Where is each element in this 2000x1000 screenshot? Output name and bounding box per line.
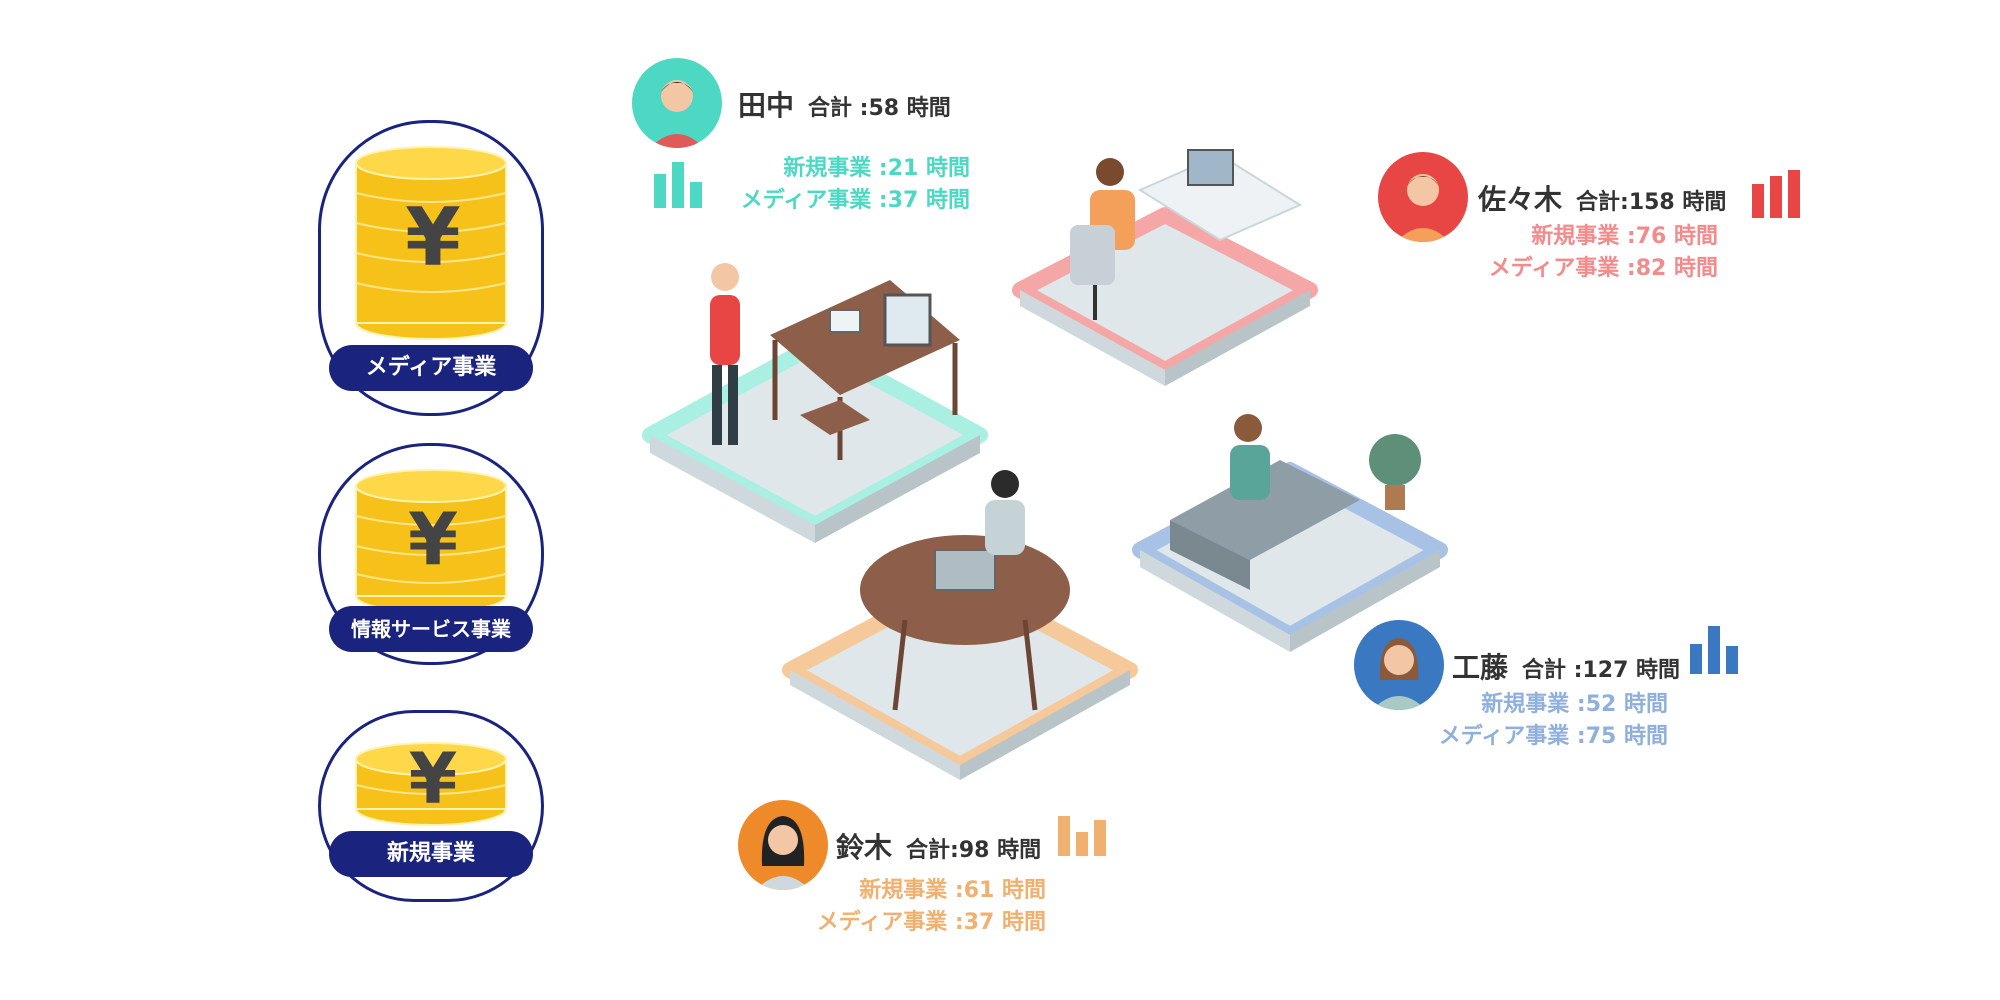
svg-text:¥: ¥: [409, 738, 458, 820]
avatar-tanaka: [632, 58, 722, 148]
hours-line: メディア事業 :75 時間: [1438, 724, 1668, 749]
business-label: メディア事業: [329, 345, 533, 391]
hours-line: メディア事業 :37 時間: [816, 910, 1046, 935]
person-avatar-icon: [1354, 620, 1444, 710]
business-info-service: ¥ 情報サービス事業: [318, 443, 544, 665]
total-hours: 合計:98 時間: [906, 838, 1042, 863]
name-text: 鈴木: [836, 831, 893, 864]
room-sasaki-illustration: [1012, 149, 1318, 386]
person-avatar-icon: [1378, 152, 1468, 242]
svg-text:¥: ¥: [405, 191, 461, 284]
room-suzuki-illustration: [782, 470, 1138, 780]
hours-line: 新規事業 :76 時間: [1531, 224, 1718, 249]
room-tanaka-illustration: [642, 263, 988, 543]
name-text: 工藤: [1452, 651, 1509, 684]
person-name-sasaki: 佐々木合計:158 時間: [1478, 178, 1726, 218]
business-new: ¥ 新規事業: [318, 710, 544, 902]
yen-coin-stack-icon: ¥: [355, 738, 507, 826]
hours-line: メディア事業 :82 時間: [1488, 256, 1718, 281]
yen-coin-stack-icon: ¥: [355, 469, 507, 613]
person-name-suzuki: 鈴木合計:98 時間: [836, 826, 1041, 866]
total-hours: 合計 :127 時間: [1522, 658, 1681, 683]
bar-chart-icon: [1058, 816, 1106, 856]
business-media: ¥ メディア事業: [318, 120, 544, 416]
person-avatar-icon: [632, 58, 722, 148]
bar-chart-icon: [1752, 170, 1800, 218]
total-hours: 合計:158 時間: [1576, 190, 1727, 215]
hours-line: メディア事業 :37 時間: [740, 188, 970, 213]
hours-line: 新規事業 :52 時間: [1481, 692, 1668, 717]
hours-line: 新規事業 :61 時間: [859, 878, 1046, 903]
room-kudo-illustration: [1132, 414, 1448, 652]
svg-text:¥: ¥: [408, 497, 458, 581]
bar-chart-icon: [1690, 626, 1738, 674]
bar-chart-icon: [654, 162, 702, 208]
person-name-tanaka: 田中合計 :58 時間: [738, 84, 951, 124]
avatar-kudo: [1354, 620, 1444, 710]
avatar-suzuki: [738, 800, 828, 890]
avatar-sasaki: [1378, 152, 1468, 242]
person-avatar-icon: [738, 800, 828, 890]
hours-line: 新規事業 :21 時間: [783, 156, 970, 181]
person-name-kudo: 工藤合計 :127 時間: [1452, 646, 1680, 686]
total-hours: 合計 :58 時間: [808, 96, 951, 121]
business-label: 情報サービス事業: [329, 606, 533, 652]
name-text: 佐々木: [1478, 183, 1563, 216]
name-text: 田中: [738, 89, 795, 122]
yen-coin-stack-icon: ¥: [355, 146, 507, 340]
business-label: 新規事業: [329, 831, 533, 877]
